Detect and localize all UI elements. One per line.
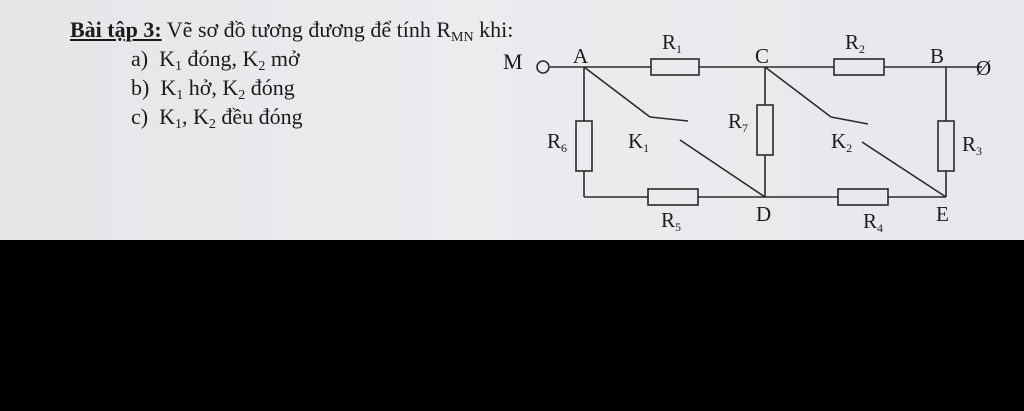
switch-label-k1: K1 — [628, 129, 649, 155]
switch-letter: K — [192, 104, 209, 129]
switch-state: đều đóng — [215, 104, 303, 129]
problem-label: Bài tập 3: — [70, 17, 162, 42]
case-marker: b) — [131, 75, 150, 100]
resistor-r1 — [650, 58, 700, 76]
switch-state: mở — [265, 46, 300, 71]
resistor-r3 — [937, 120, 955, 172]
node-label-m: M — [503, 49, 523, 74]
switch-letter: K — [159, 104, 175, 129]
resistor-label-r6: R6 — [547, 129, 567, 155]
switch-sub: 2 — [208, 117, 216, 132]
case-b: b) K1 hở, K2 đóng — [131, 75, 295, 109]
switch-sub: 2 — [258, 59, 266, 74]
resistor-label-r1: R1 — [662, 30, 682, 56]
terminal-m — [536, 60, 550, 74]
resistor-r5 — [647, 188, 699, 206]
node-label-a: A — [573, 44, 589, 68]
switch-state: đóng, — [181, 46, 243, 71]
node-label-c: C — [755, 44, 769, 68]
problem-statement: Bài tập 3: Vẽ sơ đồ tương đương để tính … — [70, 17, 513, 51]
switch-k1-blade — [583, 66, 651, 118]
circuit-diagram: M Ø A C B D E R1 R2 R3 R4 R5 R6 R7 K1 K2 — [503, 30, 991, 235]
switch-k1-lead — [679, 139, 766, 198]
case-a: a) K1 đóng, K2 mở — [131, 46, 300, 80]
case-marker: c) — [131, 104, 149, 129]
resistor-r6 — [575, 120, 593, 172]
resistor-r2 — [833, 58, 885, 76]
worksheet-photo: Bài tập 3: Vẽ sơ đồ tương đương để tính … — [0, 0, 1024, 240]
case-marker: a) — [131, 46, 149, 71]
switch-k2-lead — [861, 141, 947, 198]
switch-letter: K — [160, 75, 177, 100]
resistor-label-r5: R5 — [661, 208, 681, 234]
node-label-e: E — [936, 202, 949, 226]
case-c: c) K1, K2 đều đóng — [131, 104, 303, 138]
switch-state: hở, — [183, 75, 223, 100]
switch-sub: 2 — [238, 88, 246, 103]
switch-sub: 1 — [174, 117, 182, 132]
resistor-label-r4: R4 — [863, 209, 883, 235]
resistor-label-r7: R7 — [728, 109, 748, 135]
statement-suffix: khi: — [473, 17, 514, 42]
node-label-d: D — [756, 202, 771, 226]
switch-state: , — [181, 104, 193, 129]
switch-letter: K — [242, 46, 259, 71]
switch-sub: 1 — [174, 59, 182, 74]
terminal-n: Ø — [976, 56, 991, 80]
black-letterbox — [0, 240, 1024, 411]
resistor-r7 — [756, 104, 774, 156]
switch-k2-contact — [830, 116, 869, 125]
resistor-label-r2: R2 — [845, 30, 865, 56]
node-label-b: B — [930, 44, 944, 68]
switch-letter: K — [159, 46, 175, 71]
statement-prefix: Vẽ sơ đồ tương đương để tính R — [166, 17, 452, 42]
resistor-r4 — [837, 188, 889, 206]
switch-letter: K — [222, 75, 239, 100]
switch-k2-blade — [764, 66, 832, 118]
switch-k1-contact — [649, 116, 689, 122]
switch-sub: 1 — [176, 88, 184, 103]
switch-label-k2: K2 — [831, 129, 852, 155]
switch-state: đóng — [245, 75, 295, 100]
statement-subscript: MN — [451, 30, 474, 45]
resistor-label-r3: R3 — [962, 132, 982, 158]
